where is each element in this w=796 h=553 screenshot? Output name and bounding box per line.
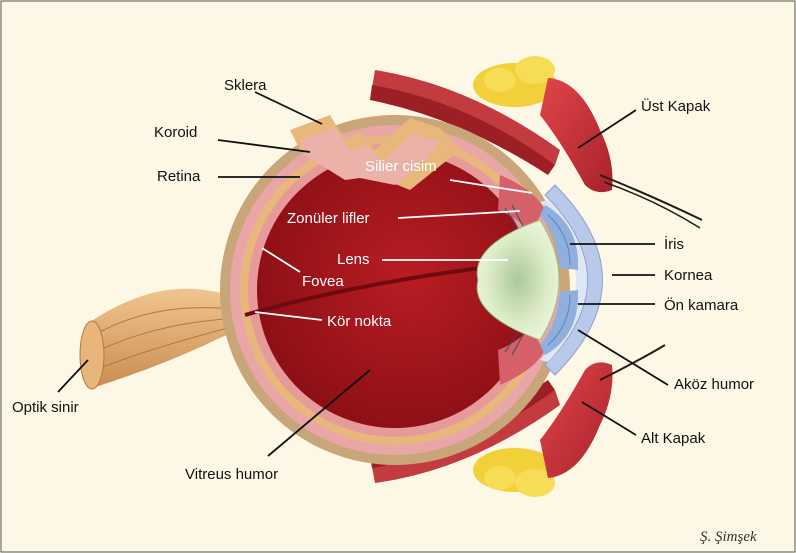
optic-nerve xyxy=(80,289,245,389)
sklera-leader xyxy=(255,92,322,124)
label-vitreus-humor: Vitreus humor xyxy=(185,466,278,483)
label-silier-cisim: Silier cisim xyxy=(365,158,437,175)
label-optik-sinir: Optik sinir xyxy=(12,399,79,416)
label-alt-kapak: Alt Kapak xyxy=(641,430,706,447)
label-on-kamara: Ön kamara xyxy=(664,296,739,314)
label-fovea: Fovea xyxy=(302,273,344,290)
label-sklera: Sklera xyxy=(224,77,267,94)
label-retina: Retina xyxy=(157,168,201,185)
label-kor-nokta: Kör nokta xyxy=(327,313,392,330)
label-koroid: Koroid xyxy=(154,124,197,141)
label-zonuler-lifler: Zonüler lifler xyxy=(287,210,370,227)
label-kornea: Kornea xyxy=(664,267,713,284)
label-lens: Lens xyxy=(337,251,370,268)
label-akoz-humor: Aköz humor xyxy=(674,376,754,393)
signature: Ş. Şimşek xyxy=(700,529,757,545)
label-ust-kapak: Üst Kapak xyxy=(641,97,711,115)
label-iris: İris xyxy=(664,235,684,253)
